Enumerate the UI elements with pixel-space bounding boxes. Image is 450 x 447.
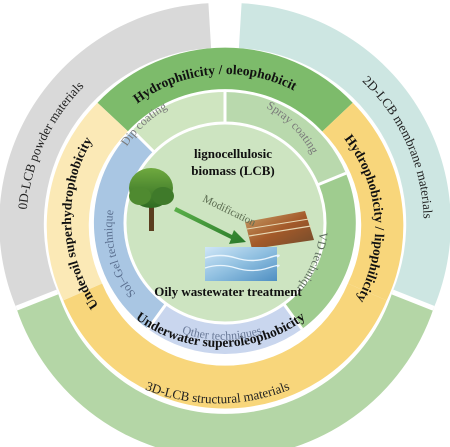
segment-underwater <box>63 283 387 409</box>
ring-2d-membrane <box>238 3 450 309</box>
outer-ring-separators <box>15 3 435 311</box>
ring-0d-powder <box>0 3 212 309</box>
segment-dip-coating <box>132 91 225 152</box>
segment-cvd <box>284 173 356 329</box>
center-title-line1: lignocellulosic <box>194 146 272 161</box>
label-other-techniques: Other techniques <box>181 323 263 343</box>
segment-spray-coating <box>225 92 346 185</box>
ring-3d-structural <box>16 291 434 447</box>
technique-separators <box>131 92 347 330</box>
tree-image <box>129 168 174 231</box>
center-title-line2: biomass (LCB) <box>191 163 274 178</box>
segment-hydrophilicity <box>97 47 353 132</box>
segment-hydrophobicity <box>322 102 404 301</box>
treatment-tank-image <box>245 211 314 249</box>
oily-water-image <box>204 247 280 281</box>
center-subtitle: Oily wastewater treatment <box>154 284 302 299</box>
modification-arrow <box>174 207 246 244</box>
segment-solgel <box>93 130 166 329</box>
segment-other <box>148 304 302 355</box>
segment-underoil <box>46 102 128 301</box>
